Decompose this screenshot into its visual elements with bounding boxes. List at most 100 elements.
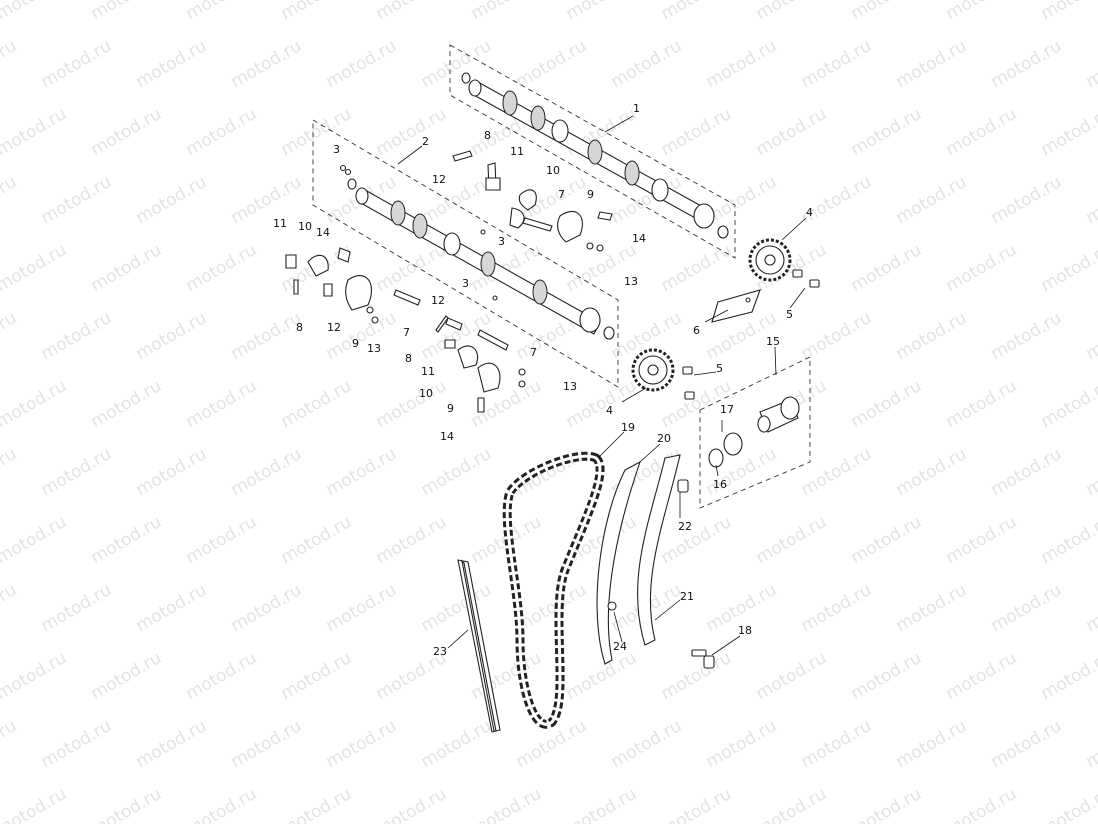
callout-8: 8 [405,352,412,365]
watermark-text: motod.ru [88,784,166,824]
watermark-text: motod.ru [278,512,356,568]
watermark-text: motod.ru [373,104,451,160]
callout-14: 14 [440,430,454,443]
watermark-text: motod.ru [563,784,641,824]
callout-7: 7 [530,346,537,359]
watermark-text: motod.ru [658,512,736,568]
callout-18: 18 [738,624,752,637]
watermark-text: motod.ru [278,648,356,704]
watermark-text: motod.ru [893,36,971,92]
watermark-text: motod.ru [0,172,20,228]
callout-13: 13 [624,275,638,288]
watermark-text: motod.ru [418,444,496,500]
watermark-text: motod.ru [183,0,261,24]
watermark-text: motod.ru [228,580,306,636]
watermark-text: motod.ru [848,512,926,568]
watermark-text: motod.ru [1083,172,1098,228]
watermark-text: motod.ru [798,308,876,364]
callout-16: 16 [713,478,727,491]
watermark-text: motod.ru [1038,512,1098,568]
fixed-chain-guide [457,559,501,733]
pivot-bolt [691,649,715,669]
watermark-text: motod.ru [133,716,211,772]
callout-4: 4 [806,206,813,219]
watermark-text: motod.ru [88,648,166,704]
watermark-text: motod.ru [133,580,211,636]
watermark-text: motod.ru [468,784,546,824]
callout-15: 15 [766,335,780,348]
watermark-text: motod.ru [1038,376,1098,432]
watermark-text: motod.ru [183,512,261,568]
watermark-text: motod.ru [88,240,166,296]
watermark-text: motod.ru [988,36,1066,92]
rocker-hardware [285,150,613,413]
watermark-text: motod.ru [513,444,591,500]
watermark-text: motod.ru [323,444,401,500]
watermark-text: motod.ru [373,784,451,824]
watermark-text: motod.ru [323,308,401,364]
callout-21: 21 [680,590,694,603]
watermark-text: motod.ru [1038,104,1098,160]
watermark-text: motod.ru [753,648,831,704]
callout-17: 17 [720,403,734,416]
callout-22: 22 [678,520,692,533]
callout-13: 13 [367,342,381,355]
watermark-text: motod.ru [278,784,356,824]
watermark-text: motod.ru [373,240,451,296]
watermark-text: motod.ru [658,104,736,160]
watermark-text: motod.ru [943,512,1021,568]
callout-8: 8 [296,321,303,334]
watermark-text: motod.ru [373,512,451,568]
watermark-text: motod.ru [753,784,831,824]
watermark-text: motod.ru [988,444,1066,500]
callout-8: 8 [484,129,491,142]
watermark-text: motod.ru [608,716,686,772]
watermark-text: motod.ru [0,648,70,704]
callout-9: 9 [447,402,454,415]
watermark-text: motod.ru [1038,240,1098,296]
watermark-text: motod.ru [323,580,401,636]
camshaft-sprocket-upper [748,238,792,282]
watermark-text: motod.ru [88,0,166,24]
watermark-text: motod.ru [0,308,20,364]
watermark-text: motod.ru [183,376,261,432]
watermark-text: motod.ru [228,308,306,364]
watermark-text: motod.ru [38,36,116,92]
watermark-text: motod.ru [988,716,1066,772]
callout-11: 11 [421,365,435,378]
watermark-text: motod.ru [133,308,211,364]
callout-12: 12 [431,294,445,307]
watermark-text: motod.ru [893,444,971,500]
watermark-text: motod.ru [418,172,496,228]
watermark-text: motod.ru [0,512,70,568]
watermark-text: motod.ru [88,104,166,160]
callout-2: 2 [422,135,429,148]
watermark-text: motod.ru [38,308,116,364]
watermark-text: motod.ru [893,172,971,228]
callout-14: 14 [632,232,646,245]
callout-5: 5 [716,362,723,375]
watermark-text: motod.ru [88,512,166,568]
watermark-text: motod.ru [0,716,20,772]
watermark-text: motod.ru [988,172,1066,228]
tensioner-blade [637,454,689,646]
watermark-text: motod.ru [798,444,876,500]
watermark-text: motod.ru [563,648,641,704]
watermark-text: motod.ru [38,716,116,772]
callout-19: 19 [621,421,635,434]
callout-11: 11 [273,217,287,230]
watermark-text: motod.ru [848,376,926,432]
callout-23: 23 [433,645,447,658]
watermark-text: motod.ru [608,36,686,92]
watermark-text: motod.ru [893,716,971,772]
watermark-text: motod.ru [373,0,451,24]
watermark-text: motod.ru [228,36,306,92]
watermark-text: motod.ru [1083,444,1098,500]
callout-3: 3 [498,235,505,248]
watermark-text: motod.ru [703,36,781,92]
callout-10: 10 [298,220,312,233]
watermark-text: motod.ru [798,580,876,636]
watermark-text: motod.ru [848,104,926,160]
watermark-text: motod.ru [1083,308,1098,364]
watermark-text: motod.ru [468,0,546,24]
